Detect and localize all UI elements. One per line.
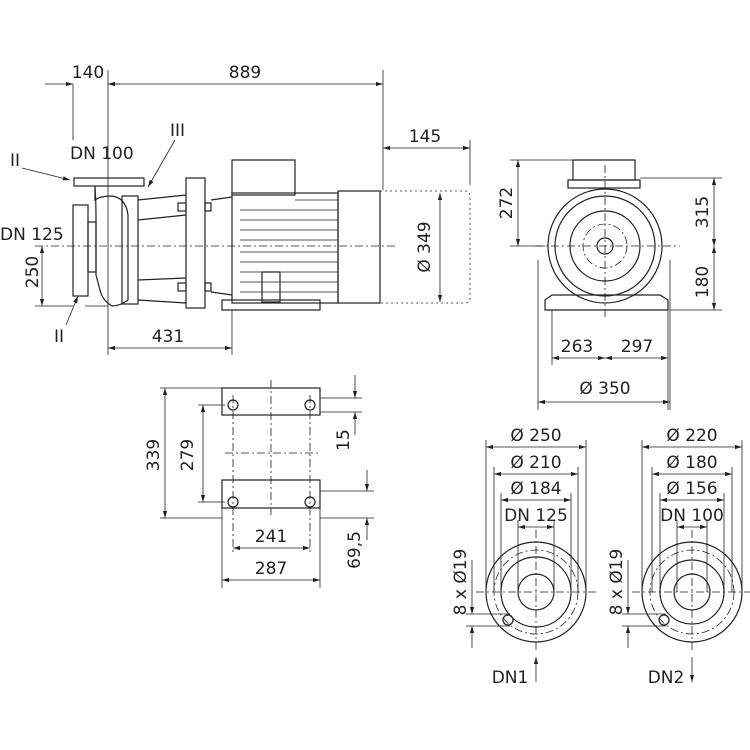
d-face: Ø 156: [666, 479, 717, 499]
dim-279: 279: [178, 439, 198, 471]
dim-315: 315: [693, 196, 713, 228]
flange-dn1: Ø 250 Ø 210 Ø 184 DN 125 8 x Ø19 DN1: [451, 426, 596, 688]
d-bolt-circle: Ø 210: [510, 453, 561, 473]
dim-241: 241: [255, 527, 287, 547]
dim-339: 339: [144, 439, 164, 471]
side-view: 140 889 145 Ø 349 250 431 DN 100 DN 125 …: [0, 63, 471, 355]
flange-dn2: Ø 220 Ø 180 Ø 156 DN 100 8 x Ø19 DN2: [607, 426, 750, 688]
dim-250: 250: [23, 256, 43, 288]
bolt-hole: [658, 614, 670, 626]
dim-297: 297: [621, 337, 653, 357]
dim-889: 889: [229, 63, 261, 83]
holes-label: 8 x Ø19: [607, 549, 627, 616]
dn2-label: DN2: [648, 668, 685, 688]
discharge-flange: [73, 177, 145, 187]
dim-431: 431: [152, 327, 184, 347]
d-outer: Ø 250: [510, 426, 561, 446]
label-ii-bottom: II: [54, 327, 64, 347]
dim-180: 180: [693, 266, 713, 298]
label-dn125: DN 125: [0, 225, 64, 245]
dim-145: 145: [409, 127, 441, 147]
dim-287: 287: [255, 559, 287, 579]
motor-body: [231, 192, 339, 304]
holes-label: 8 x Ø19: [451, 549, 471, 616]
suction-flange: [72, 204, 89, 297]
d-outer: Ø 220: [666, 426, 717, 446]
dim-140: 140: [72, 63, 104, 83]
dn-label: DN 100: [660, 506, 724, 526]
bracket-flange: [185, 177, 206, 309]
foot-plan: 339 279 15 69,5 241 287: [144, 375, 374, 588]
label-iii: III: [170, 121, 185, 141]
dn1-label: DN1: [492, 668, 529, 688]
front-foot: [544, 294, 669, 311]
dim-349: Ø 349: [415, 221, 435, 272]
dim-15: 15: [334, 429, 354, 451]
dim-69-5: 69,5: [345, 531, 365, 569]
terminal-box: [231, 159, 296, 196]
motor-foot: [221, 299, 321, 311]
dim-272: 272: [497, 187, 517, 219]
d-face: Ø 184: [510, 479, 561, 499]
bolt-hole: [502, 614, 514, 626]
d-bolt-circle: Ø 180: [666, 453, 717, 473]
dim-263: 263: [561, 337, 593, 357]
label-dn100: DN 100: [70, 144, 134, 164]
front-view: 272 315 180 263 297 Ø 350: [497, 159, 722, 410]
dim-350: Ø 350: [579, 379, 630, 399]
label-ii-top: II: [10, 151, 20, 171]
fan-cover-clearance: [380, 190, 471, 304]
dn-label: DN 125: [504, 506, 568, 526]
